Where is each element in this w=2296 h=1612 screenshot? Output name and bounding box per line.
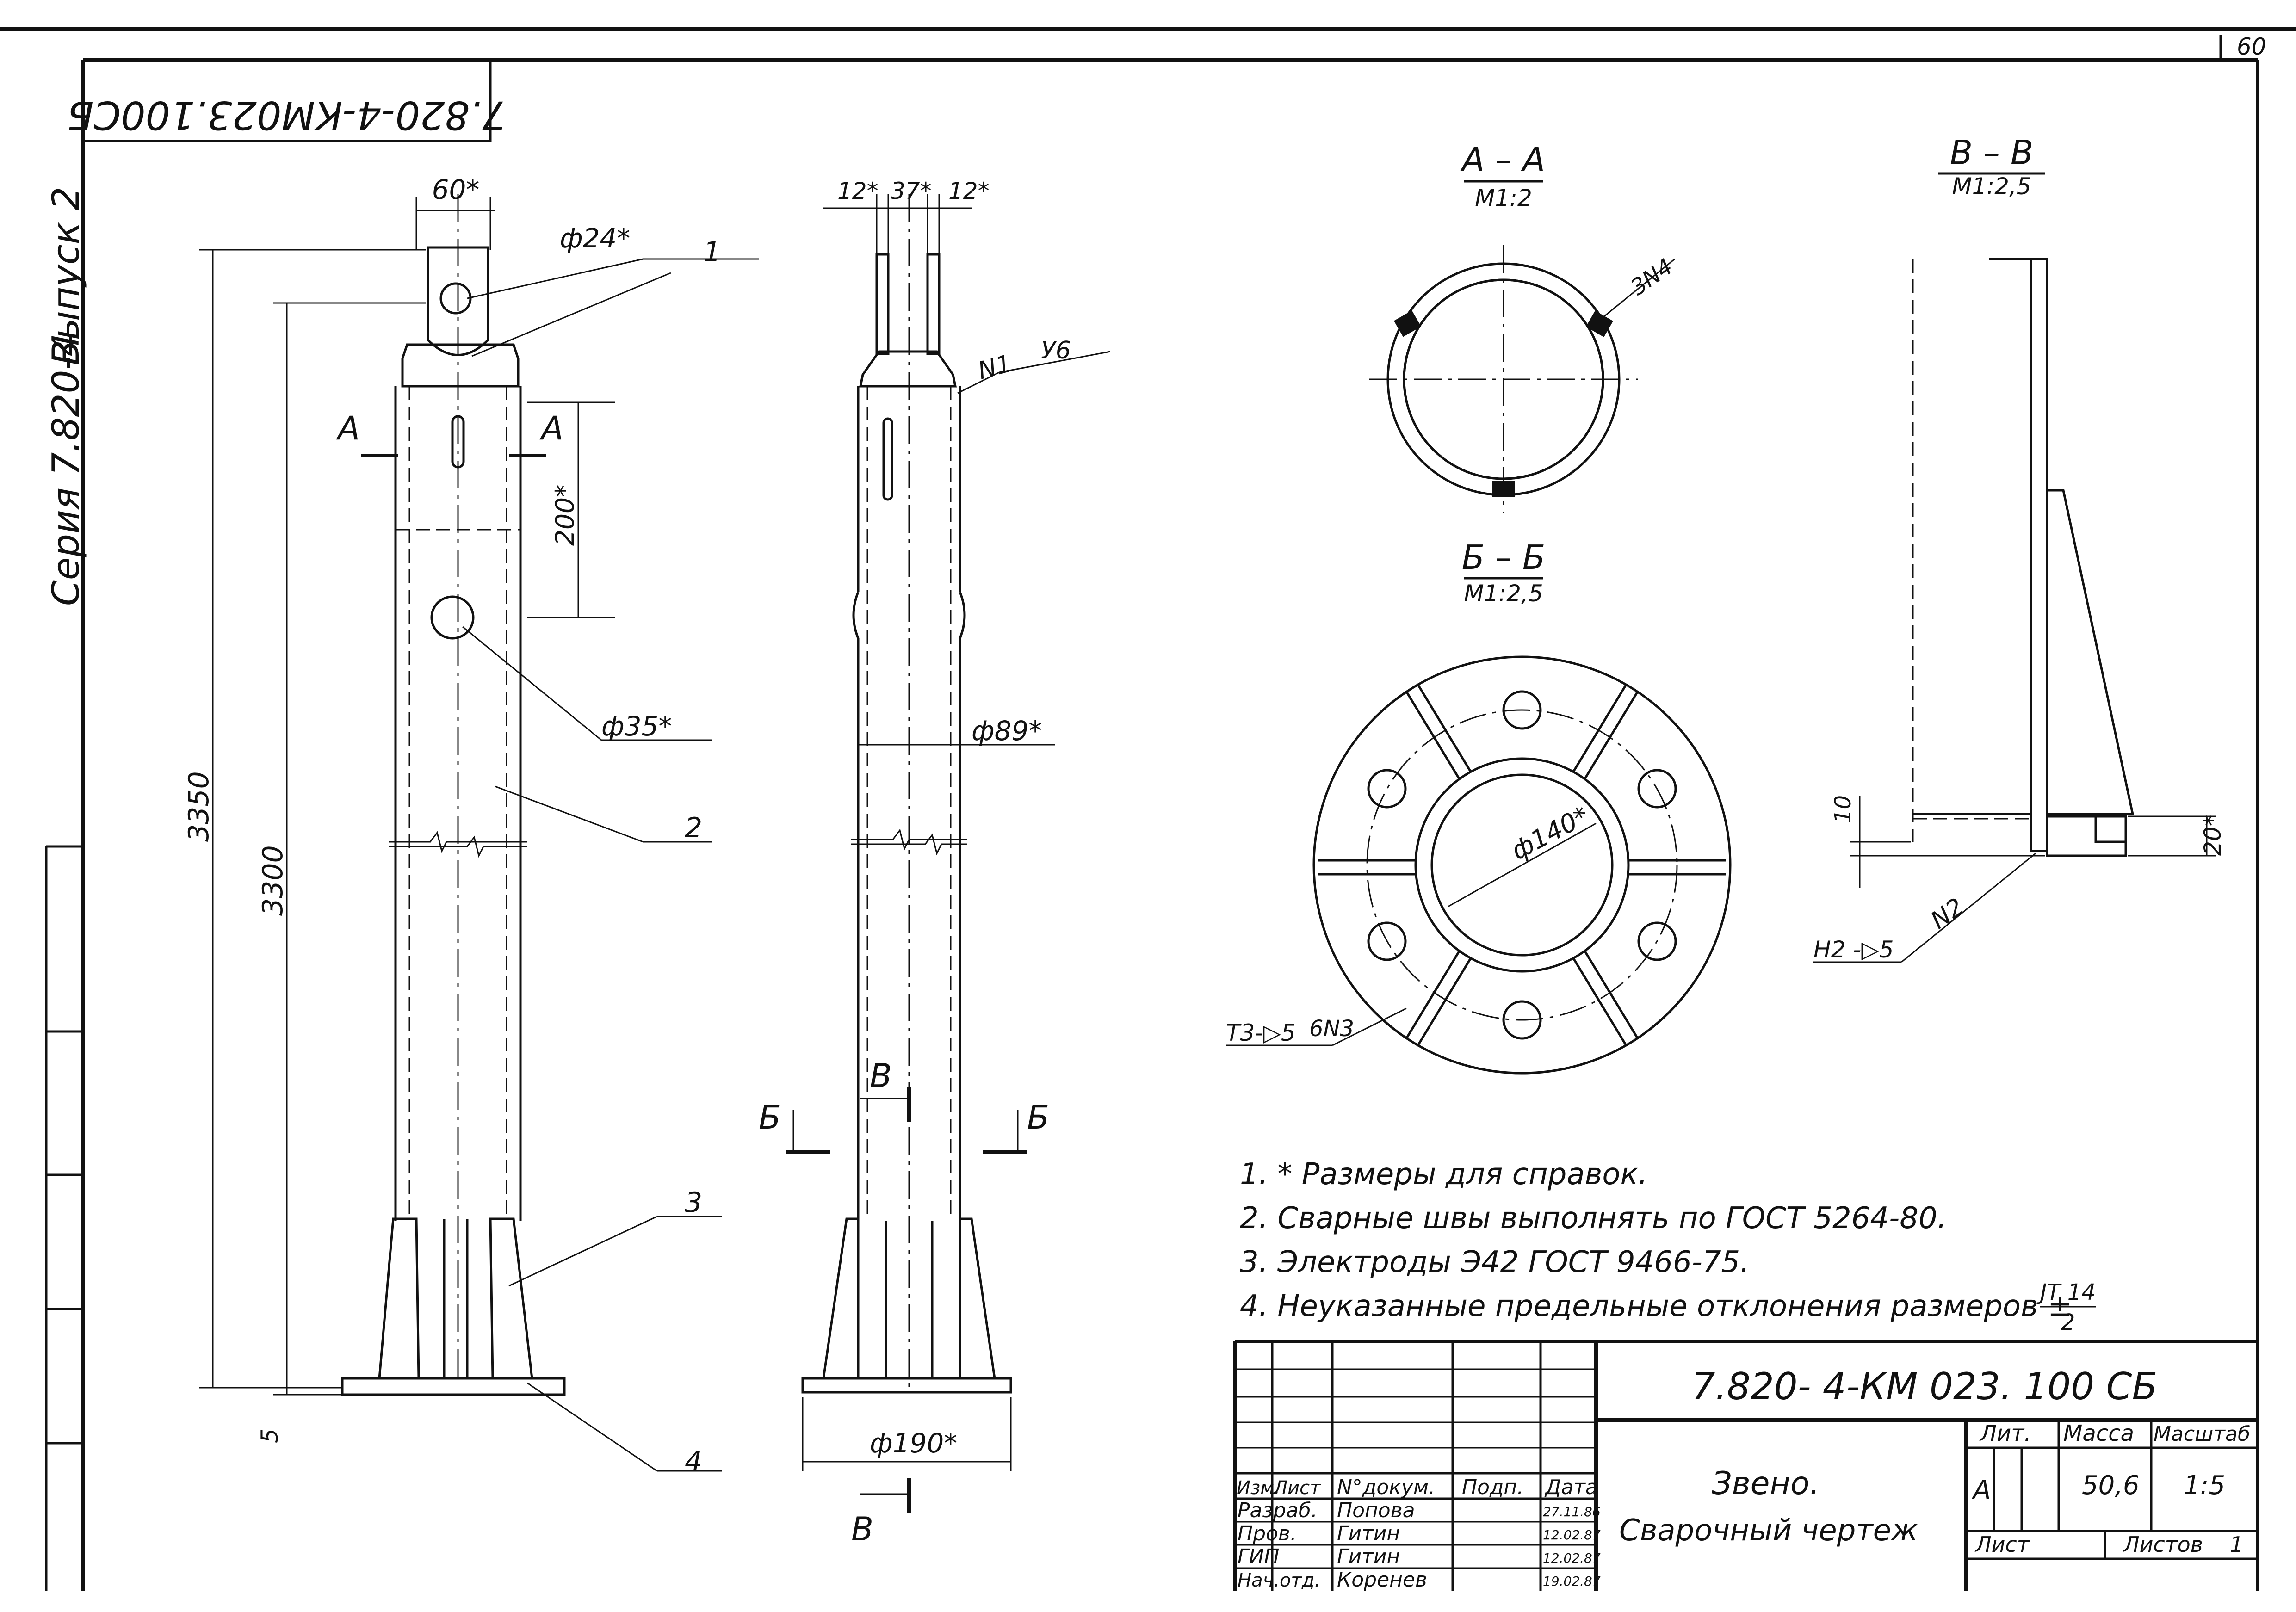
title-row-2-date: 12.02.87 bbox=[1543, 1527, 1601, 1543]
section-vv-weld-note: Н2 -▷5 bbox=[1813, 936, 1894, 963]
side-dim-base: ф190* bbox=[870, 1427, 957, 1459]
side-dim-fork-right: 12* bbox=[948, 178, 990, 204]
section-bb bbox=[1226, 577, 1732, 1075]
section-vv-title: В – В bbox=[1950, 133, 2034, 172]
title-row-1-date: 27.11.86 bbox=[1543, 1504, 1601, 1519]
drawing-frame bbox=[0, 27, 2296, 1591]
title-header-sign: Подп. bbox=[1462, 1476, 1523, 1499]
leader-label-1: 1 bbox=[703, 236, 721, 268]
section-bb-weld-note: Т3-▷5 bbox=[1226, 1019, 1296, 1046]
top-stamp: 7.820-4-КМ023.100СБ bbox=[67, 93, 507, 138]
title-header-doc: N°докум. bbox=[1337, 1476, 1435, 1499]
title-row-1-role: Разраб. bbox=[1238, 1499, 1318, 1522]
section-bb-scale: М1:2,5 bbox=[1464, 580, 1543, 607]
front-dim-hole: ф35* bbox=[601, 710, 672, 742]
front-dim-overall: 3350 bbox=[183, 771, 215, 842]
note-2: 2. Сварные швы выполнять по ГОСТ 5264-80… bbox=[1240, 1201, 1947, 1235]
section-aa-scale: М1:2 bbox=[1475, 185, 1532, 211]
title-item-name-1: Звено. bbox=[1712, 1465, 1819, 1502]
margin-series-title: Серия 7.820-4 bbox=[44, 333, 87, 606]
title-row-3-date: 12.02.87 bbox=[1543, 1550, 1601, 1566]
front-section-mark-left: А bbox=[336, 409, 360, 447]
section-vv-scale: М1:2,5 bbox=[1952, 173, 2031, 200]
left-margin: Серия 7.820-4 Выпуск 2 bbox=[44, 187, 87, 1591]
front-dim-pin-hole: ф24* bbox=[560, 222, 630, 254]
section-vv-dim-10: 10 bbox=[1830, 795, 1856, 823]
side-section-mark-b-left: Б bbox=[759, 1099, 781, 1136]
side-weld-size: У6 bbox=[1041, 337, 1071, 364]
title-header-list: Лист bbox=[1273, 1477, 1321, 1499]
section-vv bbox=[1813, 172, 2216, 963]
title-sheet-label: Лист bbox=[1974, 1532, 2030, 1557]
leader-label-4: 4 bbox=[685, 1445, 702, 1478]
section-aa bbox=[1369, 180, 1675, 513]
front-dim-length-2: 3300 bbox=[257, 845, 289, 916]
title-scale-label: Масштаб bbox=[2154, 1422, 2250, 1446]
leader-label-3: 3 bbox=[685, 1186, 702, 1219]
front-dim-slot: 200* bbox=[550, 485, 580, 546]
title-row-4-date: 19.02.87 bbox=[1543, 1574, 1601, 1589]
title-mass-label: Масса bbox=[2063, 1421, 2134, 1446]
title-header-date: Дата bbox=[1544, 1476, 1598, 1499]
title-row-4-role: Нач.отд. bbox=[1238, 1570, 1320, 1591]
page-number: 60 bbox=[2237, 33, 2266, 60]
note-3: 3. Электроды Э42 ГОСТ 9466-75. bbox=[1240, 1245, 1750, 1279]
side-section-mark-v-top: В bbox=[870, 1057, 892, 1095]
side-dim-tube: ф89* bbox=[972, 715, 1042, 747]
title-sheets-value: 1 bbox=[2230, 1532, 2243, 1557]
note-4-fraction-numerator: JT 14 bbox=[2036, 1279, 2096, 1305]
title-designation: 7.820- 4-КМ 023. 100 СБ bbox=[1692, 1365, 2158, 1408]
title-row-2-name: Гитин bbox=[1337, 1522, 1400, 1545]
front-dim-base: 5 bbox=[256, 1428, 283, 1443]
title-mass-value: 50,6 bbox=[2082, 1470, 2140, 1501]
section-vv-dim-20: 20* bbox=[2199, 815, 2226, 856]
leader-label-2: 2 bbox=[685, 812, 702, 844]
note-1: 1. * Размеры для справок. bbox=[1240, 1157, 1648, 1192]
title-row-4-name: Коренев bbox=[1337, 1568, 1427, 1592]
title-row-3-role: ГИП bbox=[1238, 1545, 1280, 1569]
side-dim-fork-left: 12* bbox=[837, 178, 879, 204]
title-header-izm: Изм. bbox=[1237, 1477, 1280, 1499]
note-4-fraction-denominator: 2 bbox=[2061, 1309, 2075, 1335]
title-scale-value: 1:5 bbox=[2184, 1470, 2225, 1501]
section-aa-title: А – А bbox=[1460, 140, 1545, 179]
side-section-mark-b-right: Б bbox=[1027, 1099, 1049, 1136]
notes: 1. * Размеры для справок. 2. Сварные швы… bbox=[1240, 1157, 2096, 1335]
title-sheets-label: Листов bbox=[2123, 1532, 2203, 1557]
top-stamp-box: 7.820-4-КМ023.100СБ bbox=[67, 60, 507, 142]
title-lit-label: Лит. bbox=[1979, 1421, 2031, 1446]
side-section-mark-v-bottom: В bbox=[851, 1510, 873, 1548]
front-dim-top-width: 60* bbox=[432, 174, 480, 205]
section-bb-weld-count: 6N3 bbox=[1309, 1016, 1354, 1042]
side-view bbox=[786, 194, 1111, 1513]
front-section-mark-right: А bbox=[539, 409, 563, 447]
title-row-1-name: Попова bbox=[1337, 1499, 1415, 1522]
title-item-name-2: Сварочный чертеж bbox=[1619, 1513, 1918, 1548]
title-block bbox=[1233, 1340, 2258, 1591]
note-4: 4. Неуказанные предельные отклонения раз… bbox=[1240, 1289, 2073, 1323]
front-view bbox=[199, 194, 759, 1472]
title-row-2-role: Пров. bbox=[1238, 1522, 1297, 1545]
title-row-3-name: Гитин bbox=[1337, 1545, 1400, 1569]
section-bb-title: Б – Б bbox=[1462, 538, 1546, 577]
side-dim-fork-gap: 37* bbox=[891, 178, 932, 204]
margin-issue: Выпуск 2 bbox=[44, 187, 87, 365]
title-lit-value: А bbox=[1972, 1475, 1991, 1505]
